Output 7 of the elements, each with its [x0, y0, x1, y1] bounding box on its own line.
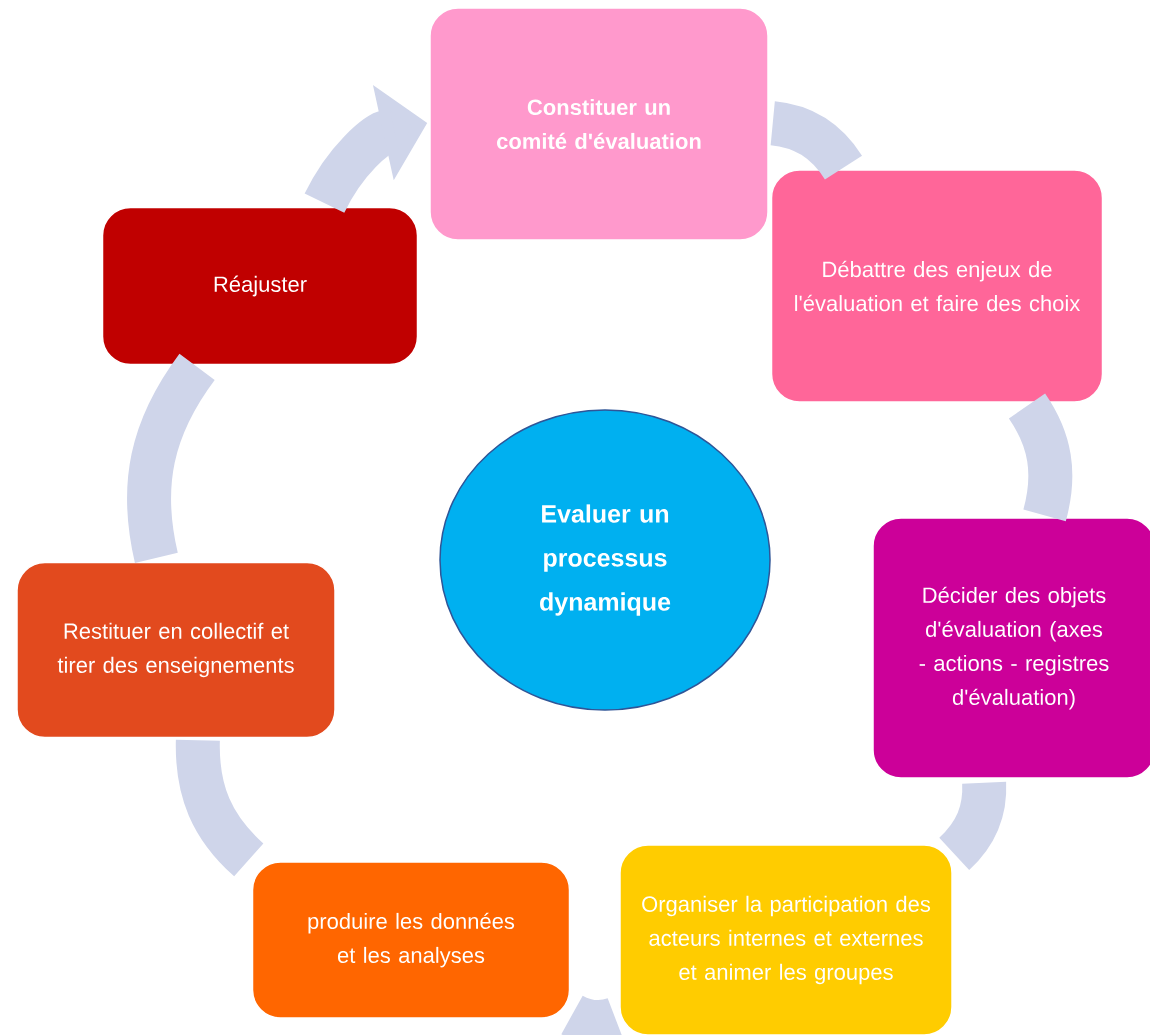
step-box: Organiser la participation des acteurs internes et externes et animer les groupes [619, 844, 953, 1035]
step-box: Débattre des enjeux de l'évaluation et faire des choix [770, 169, 1104, 403]
step-box: Décider des objets d'évaluation (axes - actions - registres d'évaluation) [872, 517, 1150, 779]
step-box: Réajuster [101, 206, 419, 366]
step-box: Restituer en collectif et tirer des enseignements [16, 561, 336, 739]
step-box: produire les données et les analyses [251, 861, 571, 1019]
step-box: Constituer un comité d'évaluation [429, 7, 769, 241]
